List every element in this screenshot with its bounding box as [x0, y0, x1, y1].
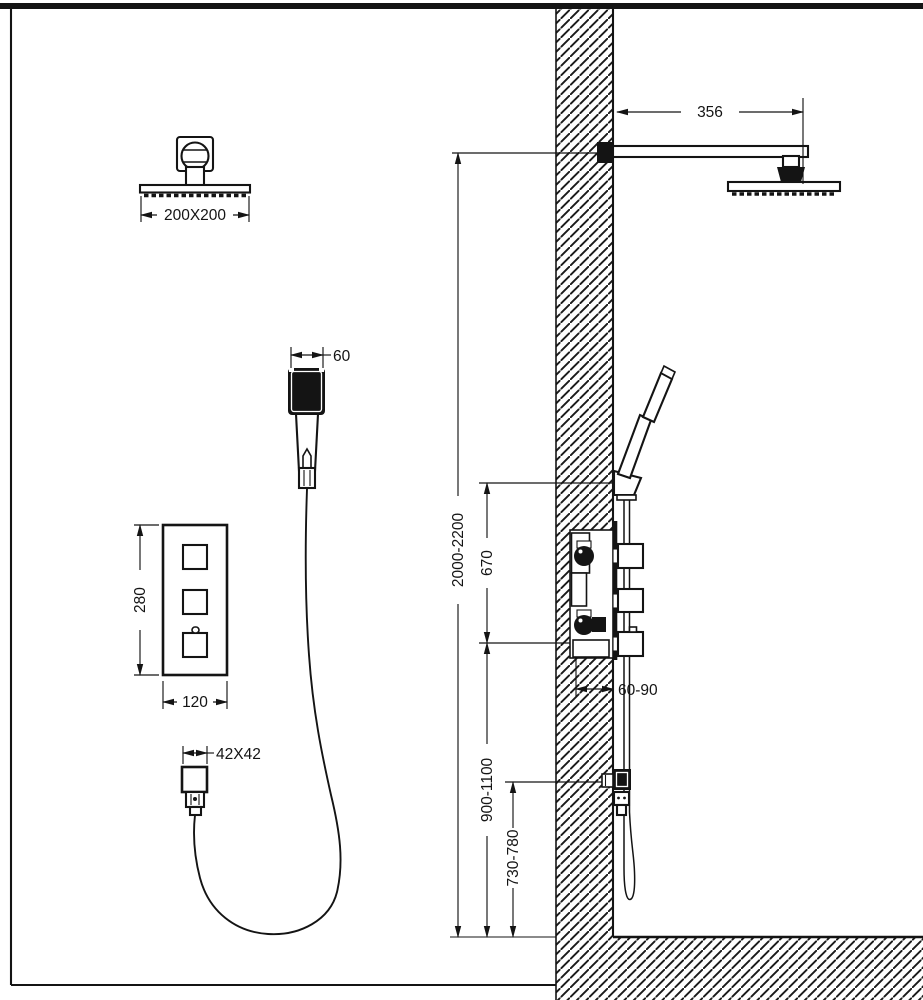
outlet-back-nut — [601, 773, 614, 788]
concealed-mixer-valve — [569, 521, 645, 660]
dim-outlet-mount-height: 730-780 — [503, 781, 602, 938]
floor-hatch — [613, 937, 923, 1000]
installed-overhead-shower — [452, 142, 842, 196]
outlet-connector-stem — [615, 803, 628, 817]
dim-label-head-height: 2000-2200 — [450, 513, 467, 588]
cartridge-highlight — [578, 618, 583, 623]
arm-wall-mount — [597, 142, 614, 163]
head-stem — [781, 154, 801, 169]
valve-knob — [616, 587, 645, 614]
dim-showerhead-mount-height: 2000-2200 — [448, 152, 467, 938]
dim-label-holder-to-mixer: 670 — [479, 550, 496, 576]
valve-cartridge-upper — [574, 546, 594, 566]
installed-wall-outlet — [601, 769, 631, 817]
shower-arm — [611, 144, 810, 159]
dim-label-head-plate-size: 200X200 — [164, 207, 226, 224]
label-mask — [157, 206, 233, 223]
mixer-knob-square — [181, 588, 209, 616]
installed-handshower — [612, 364, 677, 501]
label-mask — [503, 828, 522, 888]
drawing-frame — [0, 3, 923, 987]
holder-base — [616, 494, 637, 501]
shower-stem — [184, 165, 206, 188]
dim-holder-to-mixer: 670 — [477, 482, 612, 644]
valve-body-middle — [570, 572, 588, 607]
temperature-button — [191, 626, 200, 634]
overhead-shower-front-view — [138, 135, 252, 198]
dim-label-mixer-height-floor: 900-1100 — [479, 757, 496, 822]
dim-label-embed-depth: 60-90 — [618, 682, 658, 699]
wall-outlet-front-view: 42X42 — [180, 746, 261, 817]
dim-label-outlet-size: 42X42 — [216, 746, 261, 763]
dim-mixer-panel-height: 280 — [130, 524, 159, 676]
dim-mixer-panel-width: 120 — [162, 681, 228, 711]
handshower-head-side — [641, 371, 674, 424]
valve-body-lower — [572, 639, 610, 658]
nut-dot — [623, 796, 626, 800]
handshower-head-inner-line — [290, 370, 323, 413]
shower-head-plate — [138, 183, 252, 194]
outlet-stem — [188, 805, 203, 817]
valve-block — [592, 617, 606, 632]
hose-nut — [297, 466, 317, 490]
outlet-escutcheon — [180, 765, 209, 794]
outlet-elbow-inner-line — [615, 771, 629, 788]
valve-knob — [616, 542, 645, 570]
head-notch — [289, 368, 294, 372]
handshower-cap-side — [659, 364, 677, 381]
label-mask — [477, 538, 496, 588]
valve-knob — [616, 630, 645, 658]
mixer-knob-square — [181, 631, 209, 659]
dim-label-outlet-height: 730-780 — [505, 829, 522, 886]
dim-mixer-mount-height: 900-1100 — [477, 642, 496, 938]
dim-label-mixer-width: 120 — [182, 694, 208, 711]
dim-label-arm-length: 356 — [697, 104, 723, 121]
label-mask — [448, 496, 467, 604]
label-mask — [681, 103, 739, 120]
label-mask — [477, 744, 496, 836]
handshower-shaft-side — [616, 413, 653, 480]
handshower-hose-path — [193, 488, 342, 936]
frame-top-bar — [0, 3, 923, 9]
handshower-head — [288, 368, 325, 415]
label-mask — [177, 693, 213, 710]
cartridge-highlight — [578, 549, 583, 554]
installed-hose-loop — [623, 498, 636, 901]
mixer-knob-square — [181, 543, 209, 571]
temperature-button — [628, 626, 638, 633]
dim-embed-depth: 60-90 — [575, 658, 658, 699]
nut-dot — [617, 796, 620, 800]
outlet-connector-nut — [612, 790, 631, 807]
label-mask — [130, 570, 149, 630]
dim-head-plate-size: 200X200 — [140, 196, 250, 224]
wall-hatch — [556, 9, 613, 1000]
dim-label-mixer-height: 280 — [132, 587, 149, 613]
outlet-elbow — [613, 769, 631, 790]
head-cone — [777, 167, 805, 182]
head-notch — [319, 368, 324, 372]
mixer-panel-front-view — [161, 523, 229, 677]
valve-cartridge-lower — [574, 615, 594, 635]
handshower-front-view: 60 — [288, 347, 351, 490]
dim-label-handshower-width: 60 — [333, 348, 351, 365]
nut-dot — [193, 797, 197, 801]
installed-head-plate — [726, 180, 842, 193]
dim-shower-arm-length: 356 — [616, 98, 804, 184]
ball-joint — [180, 141, 210, 171]
